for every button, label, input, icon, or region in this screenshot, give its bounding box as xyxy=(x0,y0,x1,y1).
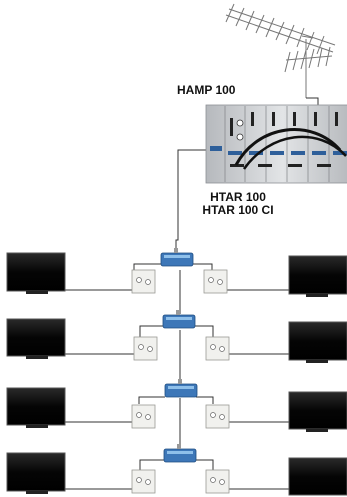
tv-icon xyxy=(6,452,66,494)
module-label-line-1: HTAR 100 xyxy=(210,190,266,204)
tap-splitter-icon xyxy=(160,248,194,267)
wall-outlet-icon xyxy=(131,269,230,494)
module-label-line-2: HTAR 100 CI xyxy=(202,203,274,217)
tap-splitter-icon xyxy=(163,444,197,463)
tv-icon xyxy=(288,391,347,432)
tv-icon xyxy=(6,387,66,428)
tap-splitter-icon xyxy=(164,379,198,398)
headend-rack-icon xyxy=(205,104,347,184)
antenna-icon xyxy=(225,3,336,98)
tv-icon xyxy=(288,255,347,297)
outlet-sockets xyxy=(136,277,225,485)
module-label: HTAR 100 HTAR 100 CI xyxy=(198,191,278,217)
cables xyxy=(44,97,319,490)
tap-splitter-icon xyxy=(162,310,196,329)
tv-icon xyxy=(288,457,347,496)
tv-icon xyxy=(288,321,347,363)
tv-icon xyxy=(6,252,66,294)
amplifier-label: HAMP 100 xyxy=(177,83,236,97)
tv-icon xyxy=(6,318,66,359)
